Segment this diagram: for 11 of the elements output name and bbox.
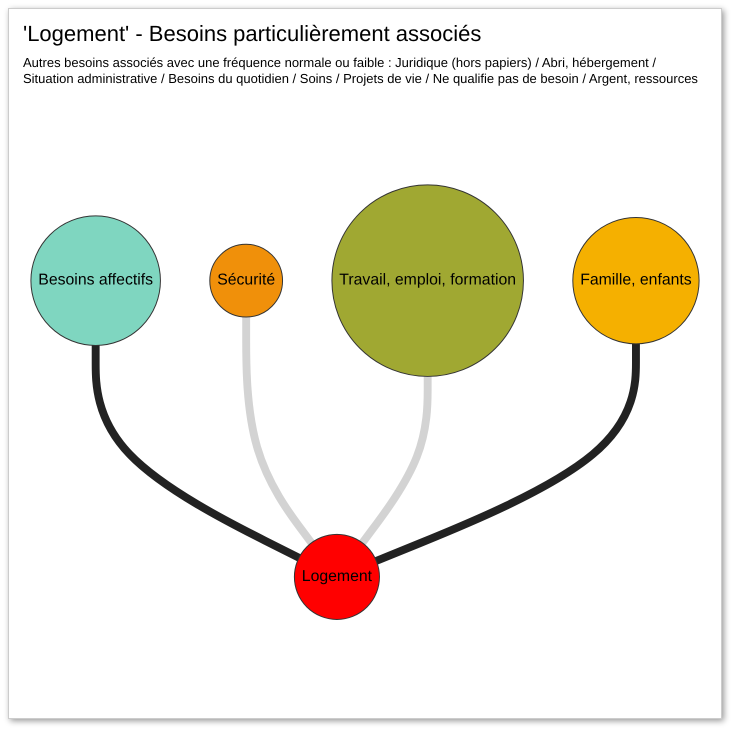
subtitle-note: Autres besoins associés avec une fréquence normale ou faible : Juridique (hors papiers) / Abri, hébergement / Situation administrative / Besoins du quotidien / Soins / Projets de vie / Ne qualifie pas de besoin / Argent, ressources bbox=[23, 55, 699, 88]
connector bbox=[359, 376, 432, 545]
node-circle: Famille, enfants bbox=[572, 216, 700, 344]
chart-title: 'Logement' - Besoins particulièrement associés bbox=[23, 21, 482, 47]
node-circle: Besoins affectifs bbox=[30, 214, 161, 346]
node-circle: Logement bbox=[294, 533, 380, 620]
connector bbox=[92, 345, 301, 561]
connector bbox=[374, 343, 640, 564]
node-circle: Travail, emploi, formation bbox=[331, 184, 524, 376]
node-circle: Sécurité bbox=[209, 243, 284, 318]
connector bbox=[242, 316, 315, 545]
